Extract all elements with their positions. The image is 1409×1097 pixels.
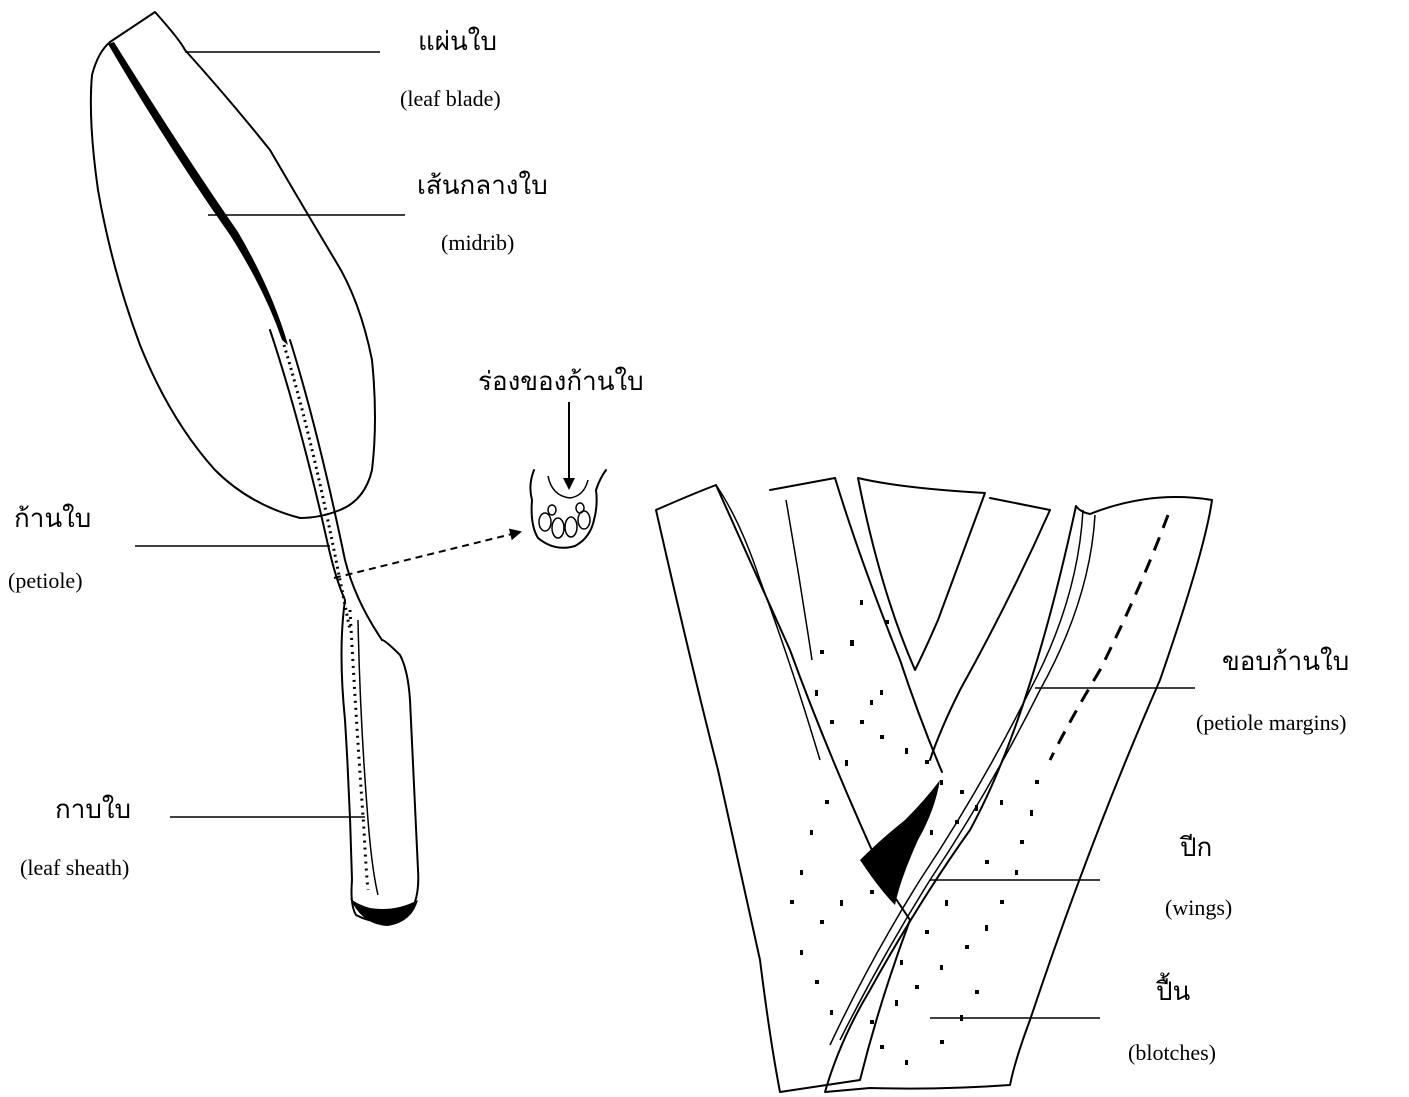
petiole-margins-label-thai: ขอบก้านใบ — [1222, 647, 1349, 677]
leader-lines — [135, 52, 1195, 1018]
leaf-illustration — [91, 12, 418, 926]
petiole-label-thai: ก้านใบ — [14, 504, 91, 534]
right-strip-dashes — [1050, 515, 1168, 760]
cell-5 — [548, 505, 556, 515]
cell-2 — [552, 518, 564, 538]
center-strip — [858, 478, 985, 670]
midrib-shape — [108, 42, 288, 345]
leaf-sheath-inner — [358, 620, 378, 895]
center-strip-right — [930, 498, 1050, 760]
left-strip-inner — [716, 485, 820, 760]
right-strip-margin-2 — [830, 510, 1083, 1045]
leaf-blade-label-thai: แผ่นใบ — [418, 27, 497, 57]
petiole-label-english: (petiole) — [8, 568, 83, 593]
blotches-label-thai: ปื้น — [1155, 972, 1191, 1007]
right-petiole-strip — [825, 497, 1212, 1092]
leaf-blade-shape — [91, 12, 375, 518]
wings-label-thai: ปีก — [1179, 833, 1212, 863]
middle-left-strip — [770, 478, 942, 772]
leaf-sheath-label-english: (leaf sheath) — [20, 855, 129, 880]
midrib-label-english: (midrib) — [441, 230, 514, 255]
blotches-label-english: (blotches) — [1128, 1040, 1216, 1065]
middle-left-inner — [786, 500, 812, 660]
petiole-to-section-arrow — [334, 532, 520, 578]
leaf-sheath-label-thai: กาบใบ — [55, 795, 131, 825]
right-strip-margin — [840, 515, 1095, 1040]
midrib-label-thai: เส้นกลางใบ — [417, 171, 548, 201]
leaf-sheath-shape — [342, 600, 419, 922]
sheath-base-shape — [350, 898, 418, 926]
cell-1 — [539, 513, 551, 531]
petiole-groove-label-thai: ร่องของก้านใบ — [478, 367, 644, 397]
left-petiole-strip — [656, 485, 910, 1092]
petiole-bases-illustration — [656, 478, 1212, 1092]
v-junction-shading — [860, 780, 940, 905]
petiole-margins-label-english: (petiole margins) — [1196, 710, 1347, 735]
leaf-blade-label-english: (leaf blade) — [400, 86, 501, 111]
wings-label-english: (wings) — [1165, 895, 1232, 920]
cell-3 — [565, 517, 577, 537]
cell-6 — [576, 503, 584, 513]
petiole-shape — [270, 330, 382, 640]
